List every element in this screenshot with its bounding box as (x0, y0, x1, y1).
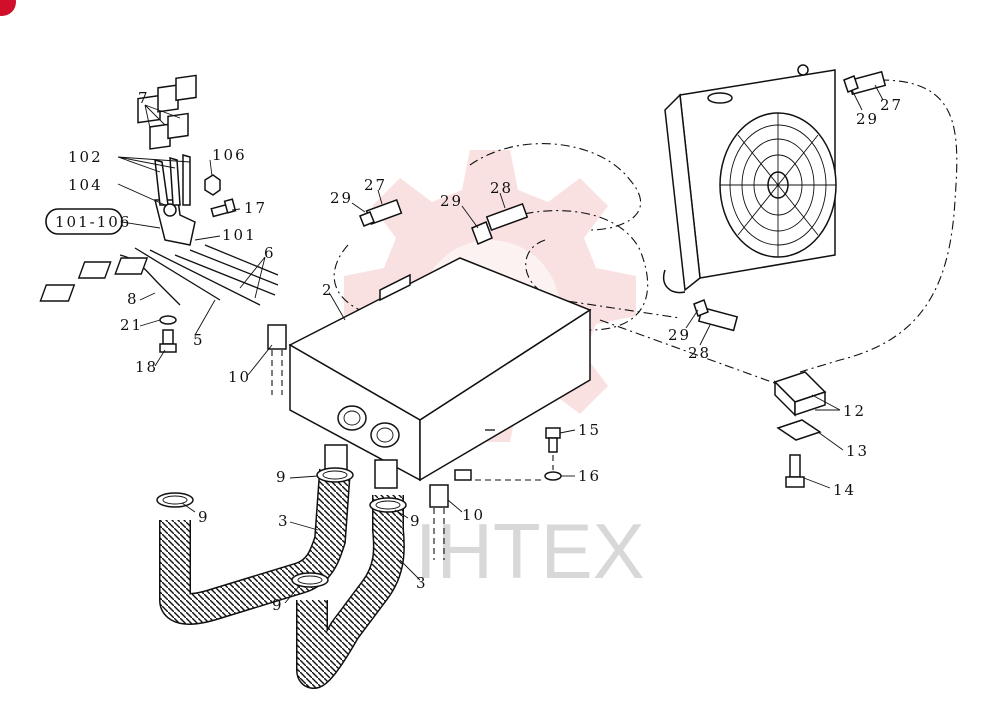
plate-13 (776, 419, 822, 441)
pivot-pin (163, 203, 177, 217)
callout-3-right: 3 (416, 574, 428, 592)
corner-badge (0, 0, 16, 16)
callout-12: 12 (843, 402, 866, 420)
mount-tab (454, 469, 472, 481)
bolt-17 (210, 198, 237, 218)
group-box-101-106 (45, 208, 123, 235)
callout-29-left: 29 (330, 189, 353, 207)
cable-bundle (119, 244, 279, 306)
hose-route-right (799, 79, 958, 373)
washer-16 (544, 471, 562, 481)
box-side (419, 308, 591, 482)
nut-29-right (843, 75, 859, 93)
fitting-27-left (359, 198, 403, 227)
clamp-9-a (156, 492, 194, 508)
callout-labels: 7 102 106 104 17 101-106 101 6 8 21 5 18… (55, 89, 903, 614)
bolt-18 (159, 329, 177, 353)
fitting-28-center (471, 202, 529, 245)
watermark-text: IHTEX (415, 507, 645, 595)
clamp-8 (39, 284, 76, 302)
callout-21: 21 (120, 316, 143, 334)
bracket-12 (773, 371, 827, 417)
clamp-6b (114, 257, 149, 275)
callout-106: 106 (212, 146, 247, 164)
clamp-9-b (316, 467, 354, 483)
port-1 (337, 405, 367, 431)
callout-17: 17 (244, 199, 267, 217)
control-lever-assembly (39, 74, 279, 353)
callout-9-b: 9 (276, 468, 288, 486)
callout-27-right: 27 (880, 96, 903, 114)
radiator-fan-unit (663, 64, 837, 294)
lever-arm-1 (154, 158, 169, 206)
lever-arm-2 (169, 156, 181, 206)
washer-21 (159, 315, 177, 325)
callout-10-right: 10 (462, 506, 485, 524)
clamp-9-c (369, 497, 407, 513)
nut-29-left (359, 211, 375, 227)
bolt-14 (785, 454, 805, 488)
callout-8: 8 (127, 290, 139, 308)
callout-9-c: 9 (410, 512, 422, 530)
bolt-15 (545, 427, 561, 453)
nut-29-center (471, 221, 493, 245)
callout-15: 15 (578, 421, 601, 439)
callout-29-center: 29 (440, 192, 463, 210)
callout-102: 102 (68, 148, 103, 166)
callout-14: 14 (833, 481, 856, 499)
fitting-27-right (843, 70, 887, 96)
callout-16: 16 (578, 467, 601, 485)
callout-2: 2 (322, 281, 334, 299)
callout-18: 18 (135, 358, 158, 376)
radiator-cap (707, 92, 733, 104)
callout-101-106: 101-106 (55, 213, 131, 231)
callout-101: 101 (222, 226, 257, 244)
fitting-28-lower (693, 299, 739, 332)
hose-3-left (159, 468, 351, 625)
callout-27-left: 27 (364, 176, 387, 194)
lever-arm-3 (182, 154, 191, 206)
callout-29-lower: 29 (668, 326, 691, 344)
callout-9-d: 9 (272, 596, 284, 614)
hose-route-upper (333, 143, 649, 331)
box-inlet-flange (379, 273, 411, 302)
knob-set-7 (137, 74, 197, 150)
leader-lines (117, 84, 884, 604)
port-2 (370, 422, 400, 448)
heater-core-box-2 (288, 257, 592, 489)
nut-106 (204, 174, 221, 196)
callout-29-right: 29 (856, 110, 879, 128)
callout-104: 104 (68, 176, 103, 194)
callout-3-left: 3 (278, 512, 290, 530)
callout-6: 6 (264, 244, 276, 262)
hose-3-right (296, 495, 405, 690)
callout-5: 5 (193, 331, 205, 349)
radiator-pipe (663, 269, 686, 294)
callout-13: 13 (846, 442, 869, 460)
callout-28-center: 28 (490, 179, 513, 197)
callout-9-a: 9 (198, 508, 210, 526)
clamp-9-d (291, 572, 329, 588)
clamp-6a (77, 261, 112, 279)
mount-block-10a (267, 324, 287, 395)
radiator-side (664, 93, 701, 292)
mount-block-10b (429, 484, 449, 560)
radiator-plug (797, 64, 809, 76)
outlet-pipe-2 (374, 459, 398, 489)
callout-10-left: 10 (228, 368, 251, 386)
callout-7: 7 (138, 89, 150, 107)
callout-28-lower: 28 (688, 344, 711, 362)
